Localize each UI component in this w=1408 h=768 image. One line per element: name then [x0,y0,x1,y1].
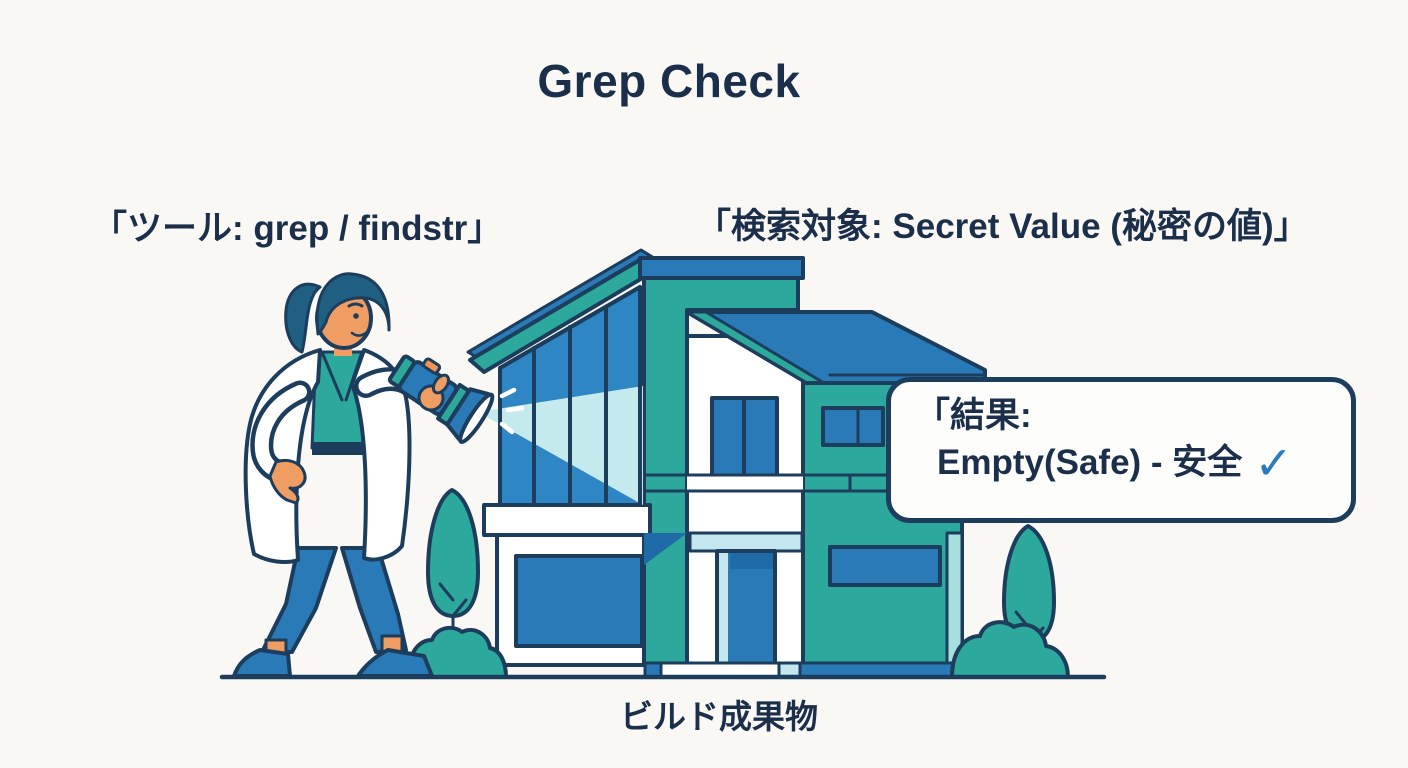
right-wall-strip [945,531,964,665]
right-shoe [356,648,434,678]
tree-icon-left [426,488,480,660]
light-beam [478,386,643,505]
light-sparkles [499,387,525,435]
target-label: 「検索対象: Secret Value (秘密の値)」 [696,207,1309,246]
glass-mullions [498,285,642,507]
flashlight-beam [478,285,643,507]
hip-hand [268,458,307,505]
checkmark-icon: ✓ [1254,436,1293,489]
greenery [406,488,1070,679]
roof-cap [638,256,805,280]
result-callout: 「結果: Empty(Safe) - 安全 ✓ [886,377,1356,523]
flashlight-button [422,357,442,375]
ponytail [284,282,322,354]
smile [350,329,370,337]
eyebrow [347,302,364,308]
result-text: Empty(Safe) - 安全 [937,443,1243,483]
result-line2: Empty(Safe) - 安全 ✓ [937,439,1331,486]
coat-lapel-right [344,350,364,402]
flashlight-icon [387,354,495,445]
left-shoe [232,648,292,678]
door-transom [688,531,804,553]
bush-right [950,620,1070,679]
waistband [312,442,372,455]
thumb [431,373,451,395]
tool-label: 「ツール: grep / findstr」 [92,209,503,248]
door-lintel [730,553,773,569]
coat-lapel-left [320,350,344,402]
flashlight-lens [458,392,495,445]
lower-right-window [828,545,942,587]
result-line1: 「結果: [915,396,1032,435]
house-left-window [514,554,644,648]
door-shadow [644,533,687,565]
house-illustration [466,248,987,679]
door-stile [719,553,728,663]
page-title: Grep Check [537,55,801,107]
floor-band-fill [687,475,803,491]
left-leg [260,546,338,654]
bush-left [406,625,508,679]
artifact-label: ビルド成果物 [620,698,818,735]
upper-right-window [821,406,885,447]
inspector-woman [232,272,525,678]
eye [353,313,359,319]
hair [315,272,391,336]
balcony-ledge [482,503,652,537]
